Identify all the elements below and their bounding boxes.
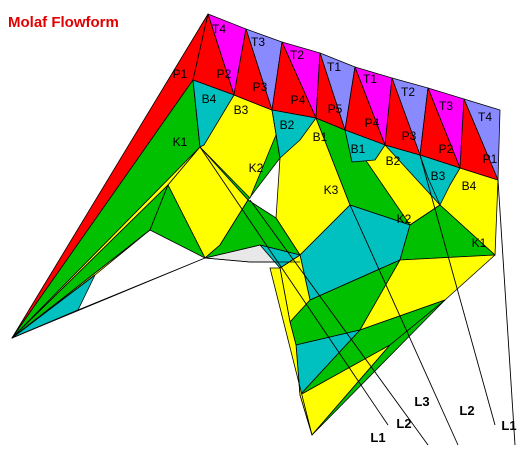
line-label: L2 <box>396 416 411 431</box>
top-cell-label: T4 <box>478 110 492 124</box>
bridle-cell-label: B3 <box>431 169 446 183</box>
line-label: L3 <box>414 394 429 409</box>
pocket-cell-label: P4 <box>365 116 380 130</box>
pocket-cell <box>459 98 499 181</box>
line-label: L1 <box>370 430 385 445</box>
kite-panels <box>11 13 501 436</box>
line-label: L1 <box>501 418 516 433</box>
top-cell-label: T1 <box>363 72 377 86</box>
top-cell-label: T3 <box>251 35 265 49</box>
pocket-cell <box>233 28 273 111</box>
pocket-cell <box>315 52 346 131</box>
bridle-cell-label: B1 <box>351 142 366 156</box>
page-title: Molaf Flowform <box>8 14 119 31</box>
bridle-cell-label: B4 <box>202 92 217 106</box>
top-cell-label: T1 <box>327 60 341 74</box>
trailing-edge-line <box>204 257 251 263</box>
left-wing-panel <box>11 257 206 339</box>
body-stripe <box>311 299 446 436</box>
keel-label: K3 <box>324 183 339 197</box>
bridle-cell-label: B2 <box>386 154 401 168</box>
bridle-cell-label: B2 <box>280 118 295 132</box>
pocket-cell-label: P3 <box>253 80 268 94</box>
pocket-cell-label: P1 <box>173 67 188 81</box>
bridle-line <box>349 204 459 446</box>
keel-label: K1 <box>173 135 188 149</box>
pocket-cell-label: P4 <box>291 93 306 107</box>
keel-label: K2 <box>397 212 412 226</box>
pocket-cell-label: P5 <box>328 102 343 116</box>
bridle-cell <box>192 79 235 148</box>
keel-label: K1 <box>472 236 487 250</box>
bridle-lines <box>199 146 516 446</box>
bridle-line <box>497 179 516 446</box>
bridle-cell-label: B1 <box>313 130 328 144</box>
body-stripe <box>149 184 206 259</box>
body-stripe <box>269 267 313 436</box>
pocket-cell-label: P2 <box>217 67 232 81</box>
left-wing-panel <box>11 146 201 339</box>
top-cell-label: T4 <box>212 22 226 36</box>
left-wing-panel <box>11 184 169 339</box>
pocket-cell-label: P1 <box>483 152 498 166</box>
pocket-cell-label: P2 <box>439 142 454 156</box>
bridle-line <box>249 199 429 446</box>
top-cell-label: T2 <box>290 48 304 62</box>
bridle-line <box>419 154 496 426</box>
bridle-cell-label: B4 <box>462 179 477 193</box>
top-cell-label: T3 <box>439 99 453 113</box>
bridle-cell-label: B3 <box>234 103 249 117</box>
pocket-cell <box>384 77 421 156</box>
keel-label: K2 <box>249 161 264 175</box>
pocket-cell-label: P3 <box>402 129 417 143</box>
bridle-line <box>199 146 389 426</box>
bridle-cell <box>344 129 386 163</box>
top-cell-label: T2 <box>401 85 415 99</box>
line-label: L2 <box>459 403 474 418</box>
bridle-cell <box>271 109 317 159</box>
bridle-cell <box>419 154 461 206</box>
